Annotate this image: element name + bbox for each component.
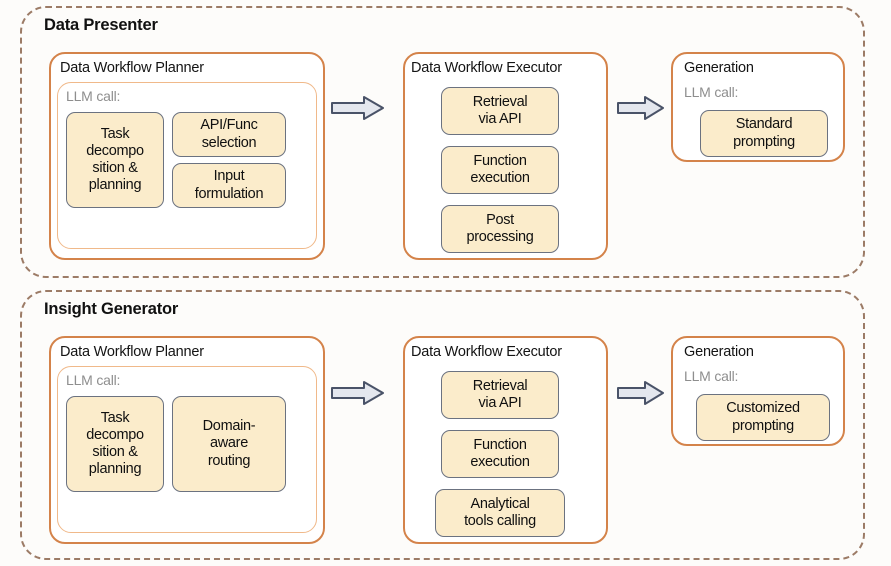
arrow-right-icon <box>617 380 665 406</box>
llm-call-label-generation-top: LLM call: <box>684 84 739 100</box>
llm-call-label-planner-top: LLM call: <box>66 88 121 104</box>
arrow-right-icon <box>617 95 665 121</box>
chip-retrieval-via-api-bottom[interactable]: Retrieval via API <box>441 371 559 419</box>
stage-title-executor-bottom: Data Workflow Executor <box>411 344 562 360</box>
stage-title-generation-bottom: Generation <box>684 344 754 360</box>
chip-domain-aware-routing[interactable]: Domain- aware routing <box>172 396 286 492</box>
chip-task-decomposition-top[interactable]: Task decompo sition & planning <box>66 112 164 208</box>
chip-retrieval-via-api-top[interactable]: Retrieval via API <box>441 87 559 135</box>
arrow-right-icon <box>331 380 385 406</box>
chip-customized-prompting[interactable]: Customized prompting <box>696 394 830 441</box>
stage-title-planner-top: Data Workflow Planner <box>60 60 204 76</box>
chip-function-execution-top[interactable]: Function execution <box>441 146 559 194</box>
chip-standard-prompting[interactable]: Standard prompting <box>700 110 828 157</box>
stage-title-generation-top: Generation <box>684 60 754 76</box>
chip-task-decomposition-bottom[interactable]: Task decompo sition & planning <box>66 396 164 492</box>
panel-title-data-presenter: Data Presenter <box>44 16 158 34</box>
panel-title-insight-generator: Insight Generator <box>44 300 179 318</box>
chip-function-execution-bottom[interactable]: Function execution <box>441 430 559 478</box>
stage-title-planner-bottom: Data Workflow Planner <box>60 344 204 360</box>
chip-api-func-selection[interactable]: API/Func selection <box>172 112 286 157</box>
chip-post-processing[interactable]: Post processing <box>441 205 559 253</box>
stage-title-executor-top: Data Workflow Executor <box>411 60 562 76</box>
arrow-right-icon <box>331 95 385 121</box>
panel-data-presenter <box>20 6 865 278</box>
llm-call-label-generation-bottom: LLM call: <box>684 368 739 384</box>
panel-insight-generator <box>20 290 865 560</box>
chip-analytical-tools-calling[interactable]: Analytical tools calling <box>435 489 565 537</box>
chip-input-formulation[interactable]: Input formulation <box>172 163 286 208</box>
llm-call-label-planner-bottom: LLM call: <box>66 372 121 388</box>
